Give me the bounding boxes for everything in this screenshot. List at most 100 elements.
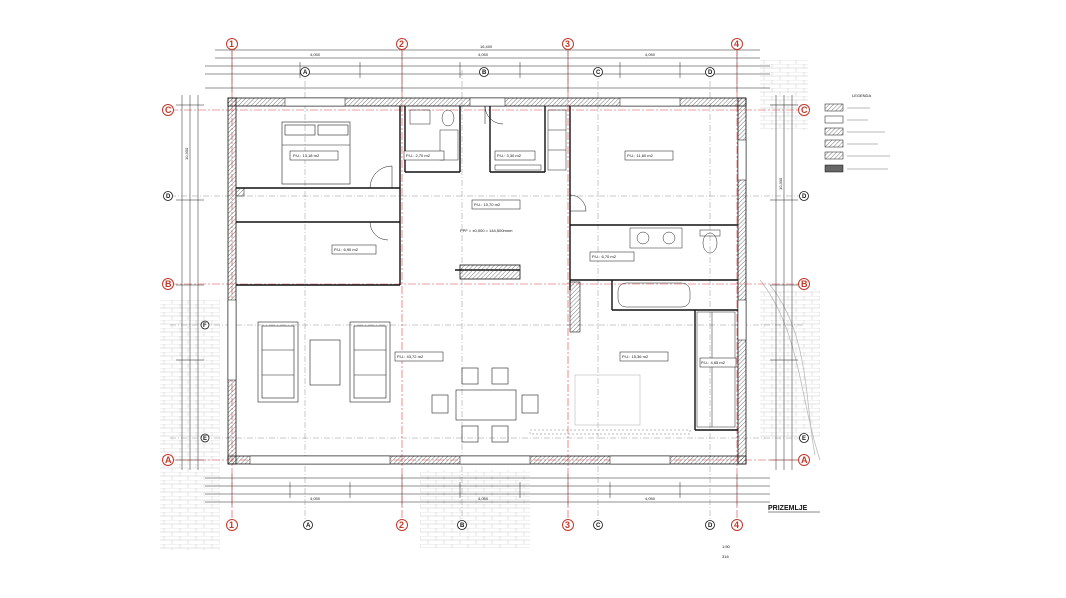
secondary-grid [170, 70, 805, 520]
axis-bubble-2-top: 2 [396, 38, 408, 50]
svg-text:A: A [303, 70, 308, 76]
svg-text:C: C [165, 105, 172, 115]
svg-text:D: D [708, 70, 713, 76]
segment-dimension-bottom-3: 4,050 [645, 496, 656, 501]
svg-text:P.U.: 10,70 m2: P.U.: 10,70 m2 [474, 202, 501, 207]
svg-text:1: 1 [229, 39, 234, 49]
svg-text:D: D [708, 523, 713, 529]
paving-right [760, 290, 820, 440]
bath2-fixtures [617, 227, 721, 308]
wardrobe [547, 109, 567, 171]
axis-bubble-4-top: 4 [731, 38, 743, 50]
dimension-chain-right [770, 95, 798, 470]
sheet-title: PRIZEMLJE [768, 505, 808, 512]
secondary-axis-bubble-right-d: D [799, 191, 809, 201]
axis-bubble-4-bottom: 4 [731, 519, 743, 531]
svg-text:4: 4 [734, 520, 739, 530]
terrace-line [529, 429, 691, 435]
svg-text:A: A [165, 455, 172, 465]
svg-text:B: B [165, 279, 172, 289]
svg-text:C: C [596, 70, 601, 76]
segment-dimension-top-2: 4,050 [478, 52, 489, 57]
dimension-chain-bottom [205, 477, 770, 503]
scale-stamp: 1:50 [722, 544, 731, 549]
svg-text:3: 3 [565, 39, 570, 49]
secondary-axis-bubble-bottom-c: C [593, 520, 603, 530]
svg-text:P.U.: 4,65 m2: P.U.: 4,65 m2 [701, 360, 726, 365]
svg-text:P.U.: 6,70 m2: P.U.: 6,70 m2 [592, 254, 617, 259]
svg-text:3: 3 [565, 520, 570, 530]
svg-text:1: 1 [229, 520, 234, 530]
secondary-axis-bubble-bottom-b: B [457, 520, 467, 530]
axis-bubble-c-left: C [162, 104, 174, 116]
overall-dimension-top: 16,400 [480, 44, 493, 49]
svg-text:C: C [596, 523, 601, 529]
bath1-fixtures [409, 109, 459, 161]
paving-bottom [420, 470, 530, 548]
svg-text:E: E [203, 436, 207, 442]
sofa-left [257, 321, 299, 403]
legend [824, 103, 890, 173]
column [569, 281, 581, 333]
axis-bubble-a-left: A [162, 454, 174, 466]
secondary-axis-bubble-bottom-a: A [303, 520, 313, 530]
axis-bubble-b-left: B [162, 278, 174, 290]
secondary-axis-bubble-top-d: D [705, 67, 715, 77]
svg-text:A: A [306, 523, 311, 529]
room-label-bedroom2: P.U.: 11,60 m2 [624, 150, 674, 161]
axis-bubble-b-right: B [798, 278, 810, 290]
svg-text:B: B [460, 523, 465, 529]
segment-dimension-top-3: 4,050 [645, 52, 656, 57]
axis-bubble-2-bottom: 2 [396, 519, 408, 531]
svg-text:B: B [801, 279, 808, 289]
secondary-axis-bubble-bottom-d: D [705, 520, 715, 530]
svg-text:P.U.: 13,18 m2: P.U.: 13,18 m2 [293, 153, 320, 158]
segment-dimension-bottom-2: 4,050 [478, 496, 489, 501]
svg-text:B: B [482, 70, 487, 76]
svg-text:P.U.: 6,90 m2: P.U.: 6,90 m2 [334, 247, 359, 252]
svg-text:2: 2 [399, 39, 404, 49]
room-label-bath2: P.U.: 6,70 m2 [589, 251, 635, 262]
coffee-table [309, 339, 341, 386]
secondary-axis-bubble-left-e: E [200, 433, 210, 443]
svg-text:A: A [801, 455, 808, 465]
svg-text:P.U.: 43,72 m2: P.U.: 43,72 m2 [397, 354, 424, 359]
axis-bubble-c-right: C [798, 104, 810, 116]
svg-text:E: E [802, 436, 806, 442]
level-note: PPF = ±0,000 = 144,500mnm [460, 228, 513, 233]
room-label-bedroom1: P.U.: 13,18 m2 [289, 150, 339, 161]
sofa-right [349, 321, 391, 403]
axis-bubble-a-right: A [798, 454, 810, 466]
secondary-axis-bubble-top-c: C [593, 67, 603, 77]
rug [574, 374, 641, 426]
room-label-dressing: P.U.: 3,30 m2 [494, 150, 536, 161]
dining-table [431, 367, 539, 443]
windows [227, 97, 747, 465]
segment-dimension-top-1: 4,050 [310, 52, 321, 57]
axis-bubble-3-top: 3 [562, 38, 574, 50]
overall-dimension-left: 10,300 [184, 147, 189, 160]
secondary-axis-bubble-right-e: E [799, 433, 809, 443]
room-label-office: P.U.: 6,90 m2 [331, 244, 377, 255]
chimney [459, 264, 521, 280]
overall-dimension-right: 10,300 [778, 177, 783, 190]
legend-title: LEGENDA [852, 93, 871, 98]
svg-text:P.U.: 15,36 m2: P.U.: 15,36 m2 [622, 354, 649, 359]
svg-text:4: 4 [734, 39, 739, 49]
svg-text:D: D [166, 194, 171, 200]
terrain-line [769, 284, 816, 456]
double-bed-bedroom1 [281, 121, 351, 185]
room-label-pantry: P.U.: 4,65 m2 [699, 357, 737, 368]
room-label-kitchen: P.U.: 15,36 m2 [619, 351, 669, 362]
svg-text:D: D [802, 194, 807, 200]
column [235, 187, 245, 197]
svg-text:F: F [203, 323, 207, 329]
interior-walls [236, 106, 738, 431]
svg-text:C: C [801, 105, 808, 115]
room-label-living: P.U.: 43,72 m2 [394, 351, 444, 362]
secondary-axis-bubble-left-f: F [200, 320, 210, 330]
shelf [494, 164, 542, 171]
secondary-axis-bubble-left-d: D [163, 191, 173, 201]
sheet-number: 316 [722, 554, 729, 559]
